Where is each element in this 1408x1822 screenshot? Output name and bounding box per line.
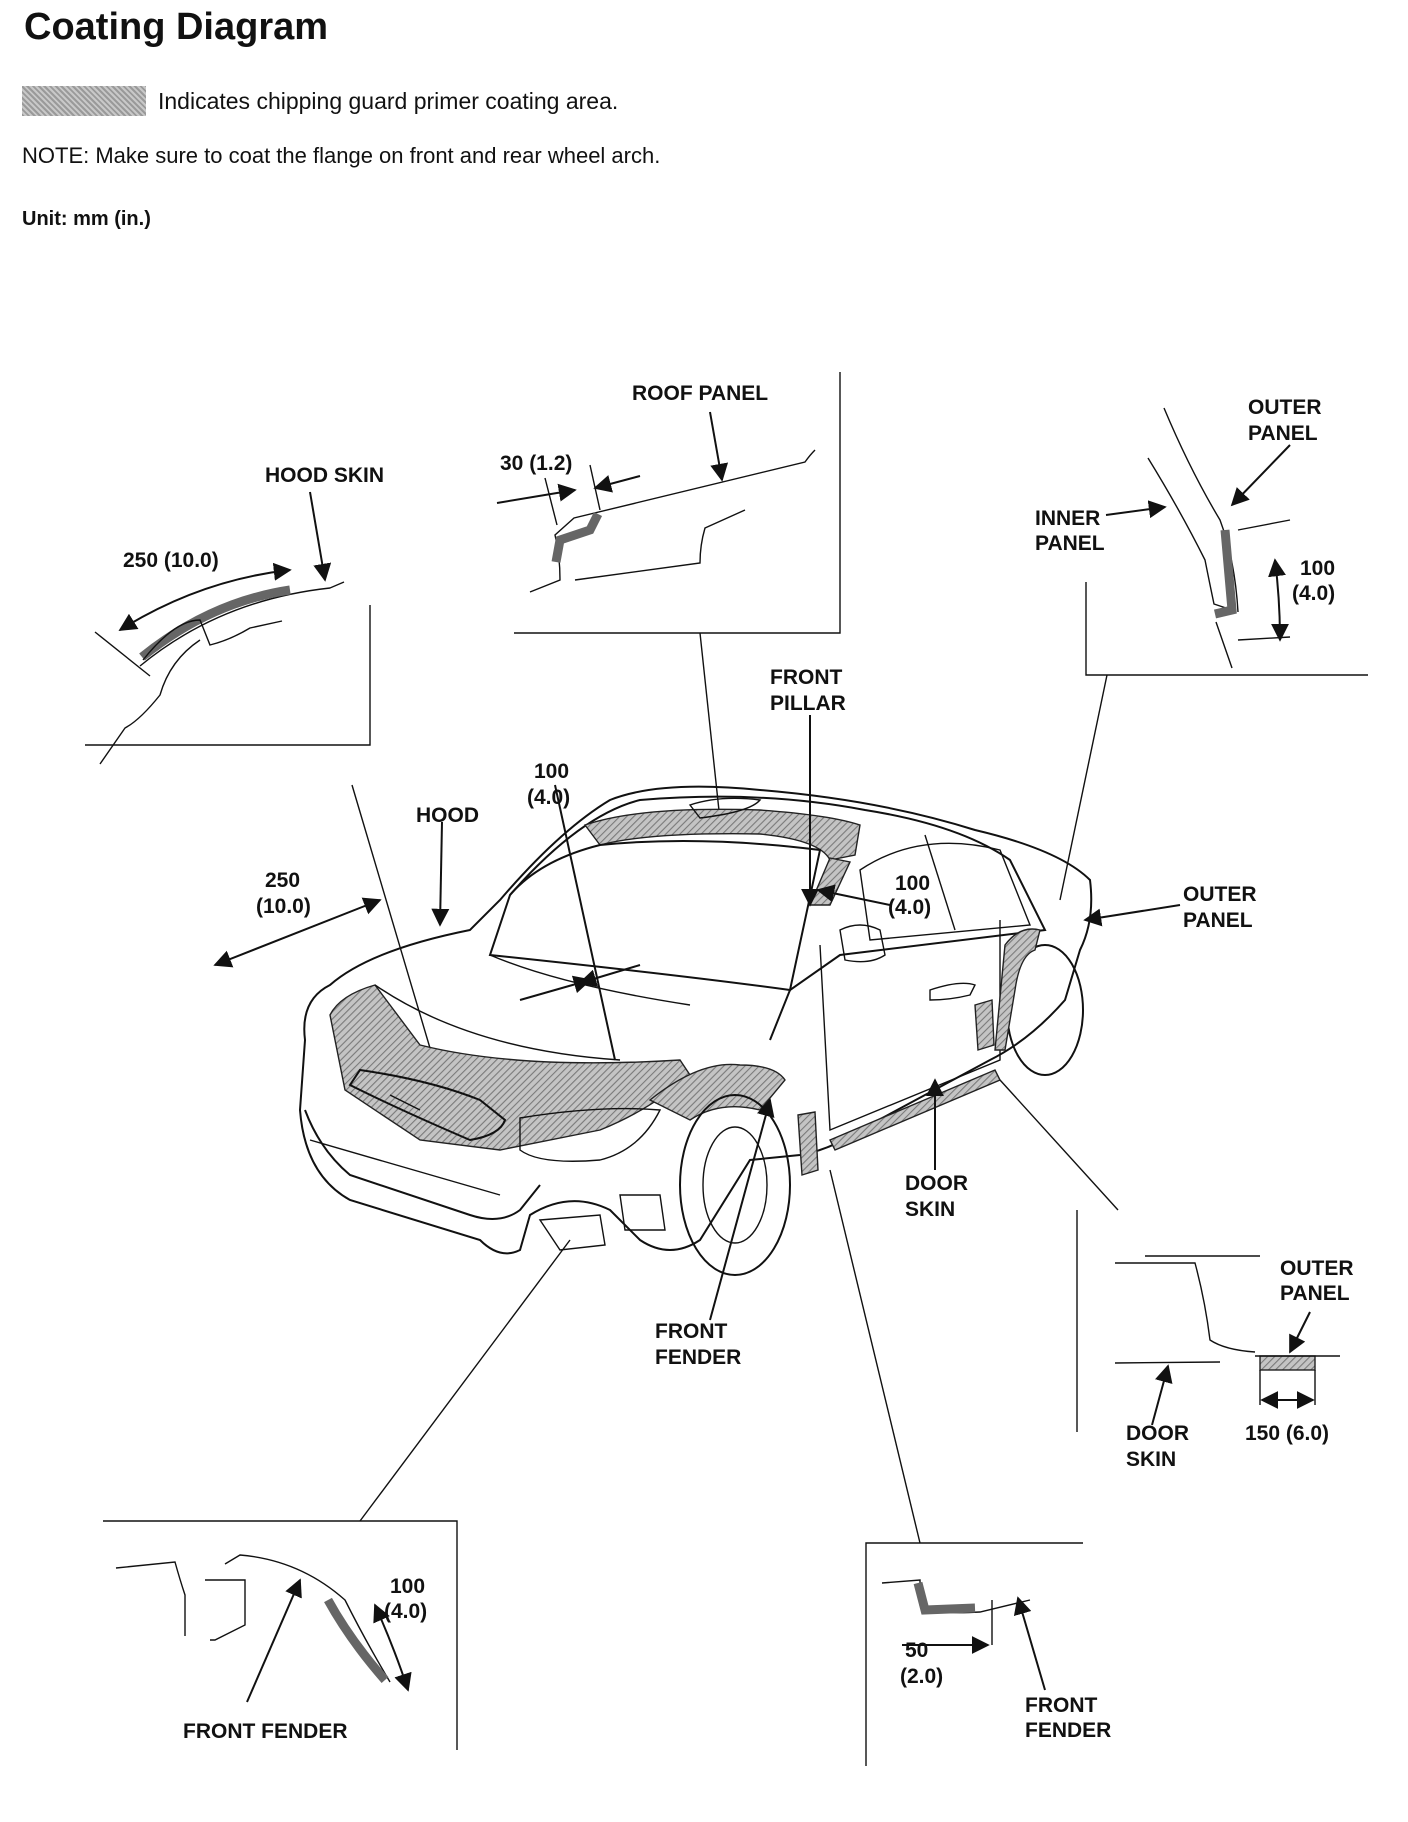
legend-text: Indicates chipping guard primer coating … — [158, 87, 619, 114]
labels: HOOD SKIN 250 (10.0) ROOF PANEL 30 (1.2)… — [123, 382, 1354, 1743]
leader-lines — [351, 632, 1119, 1544]
label-hood: HOOD — [416, 804, 479, 827]
label-windshield-dim-2: (4.0) — [527, 786, 570, 809]
label-outer-panel-right-2: PANEL — [1183, 909, 1253, 932]
label-sill-dim: 150 (6.0) — [1245, 1422, 1329, 1445]
unit-text: Unit: mm (in.) — [22, 208, 151, 230]
label-hood-skin-dim: 250 (10.0) — [123, 549, 219, 572]
label-outer-panel-top-1: OUTER — [1248, 396, 1322, 419]
label-hood-front-dim-2: (10.0) — [256, 895, 311, 918]
label-pillar-dim-2: (4.0) — [888, 896, 931, 919]
page-title: Coating Diagram — [24, 6, 329, 48]
label-front-pillar-1: FRONT — [770, 666, 842, 689]
label-front-pillar-2: PILLAR — [770, 692, 846, 715]
label-fender-left: FRONT FENDER — [183, 1720, 348, 1743]
label-fender-right-2: FENDER — [1025, 1719, 1111, 1742]
label-door-skin-1: DOOR — [905, 1172, 968, 1195]
label-door-skin-2: SKIN — [905, 1198, 955, 1221]
label-fender-right-1: FRONT — [1025, 1694, 1097, 1717]
label-hood-skin: HOOD SKIN — [265, 464, 384, 487]
label-sill-outer-2: PANEL — [1280, 1282, 1350, 1305]
detail-outer-inner-panel — [1105, 407, 1291, 669]
car-pointers — [213, 715, 1181, 1321]
label-fender-left-dim-2: (4.0) — [384, 1600, 427, 1623]
label-inner-dim-2: (4.0) — [1292, 582, 1335, 605]
label-fender-right-dim-2: (2.0) — [900, 1665, 943, 1688]
label-pillar-dim-1: 100 — [895, 872, 930, 895]
label-front-fender-mid-2: FENDER — [655, 1346, 741, 1369]
label-fender-left-dim-1: 100 — [390, 1575, 425, 1598]
coating-swatch — [22, 86, 146, 116]
label-inner-panel-2: PANEL — [1035, 532, 1105, 555]
label-front-fender-mid-1: FRONT — [655, 1320, 727, 1343]
detail-roof-panel — [496, 411, 816, 593]
label-windshield-dim-1: 100 — [534, 760, 569, 783]
label-inner-panel-1: INNER — [1035, 507, 1100, 530]
label-roof-dim: 30 (1.2) — [500, 452, 572, 475]
detail-sill — [1114, 1255, 1340, 1426]
label-roof-panel: ROOF PANEL — [632, 382, 768, 405]
car-illustration — [298, 785, 1093, 1276]
note-text: NOTE: Make sure to coat the flange on fr… — [22, 143, 661, 168]
label-hood-front-dim-1: 250 — [265, 869, 300, 892]
detail-frames — [85, 372, 1368, 1766]
label-outer-panel-right-1: OUTER — [1183, 883, 1257, 906]
label-outer-panel-top-2: PANEL — [1248, 422, 1318, 445]
label-sill-door-1: DOOR — [1126, 1422, 1189, 1445]
detail-front-fender-left — [115, 1554, 412, 1703]
label-inner-dim-1: 100 — [1300, 557, 1335, 580]
label-sill-door-2: SKIN — [1126, 1448, 1176, 1471]
detail-front-fender-right — [881, 1579, 1046, 1691]
label-fender-right-dim-1: 50 — [905, 1639, 928, 1662]
detail-hood-skin — [94, 491, 345, 765]
legend: Indicates chipping guard primer coating … — [22, 86, 618, 116]
label-sill-outer-1: OUTER — [1280, 1257, 1354, 1280]
